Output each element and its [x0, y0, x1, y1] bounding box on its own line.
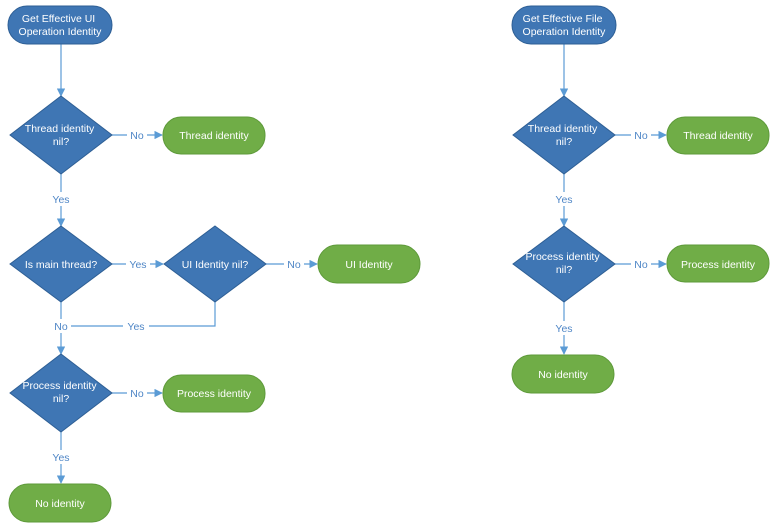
- decision-line: Process identity: [525, 251, 600, 263]
- svg-text:Get Effective File Ope: Get Effective File Operation Identity: [523, 13, 607, 38]
- start-node: Get Effective File Operation Identity: [511, 5, 617, 45]
- edge-label-no: No: [130, 388, 144, 400]
- decision-line: UI Identity nil?: [182, 259, 249, 271]
- decision-process-identity: Process identity nil?: [9, 353, 113, 433]
- edge-label-yes: Yes: [555, 194, 572, 206]
- edge-label-yes: Yes: [127, 321, 144, 333]
- svg-text:Process identity nil?: Process identity nil?: [525, 251, 602, 276]
- decision-process-identity: Process identity nil?: [512, 225, 616, 303]
- result-label: UI Identity: [345, 259, 393, 271]
- svg-text:Thread identity nil?: Thread identity nil?: [25, 123, 97, 148]
- edge-label-yes: Yes: [52, 194, 69, 206]
- result-process-identity: Process identity: [666, 244, 770, 283]
- start-node-line: Operation Identity: [19, 26, 103, 38]
- svg-text:Get Effective UI Opera: Get Effective UI Operation Identity: [19, 13, 103, 38]
- result-no-identity: No identity: [511, 354, 615, 394]
- start-node-line: Get Effective File: [523, 13, 603, 25]
- edge-label-no: No: [634, 130, 648, 142]
- edge-label-no: No: [634, 259, 648, 271]
- edge-label-no: No: [54, 321, 68, 333]
- decision-thread-identity: Thread identity nil?: [9, 95, 113, 175]
- ui-identity-flow: No Yes Yes No No Yes No Yes Get Effectiv…: [7, 5, 421, 523]
- edge-label-no: No: [130, 130, 144, 142]
- result-process-identity: Process identity: [162, 374, 266, 413]
- result-thread-identity: Thread identity: [666, 116, 770, 155]
- decision-line: Thread identity: [528, 123, 598, 135]
- decision-line: nil?: [53, 136, 70, 148]
- result-label: No identity: [538, 369, 588, 381]
- svg-text:Process identity nil?: Process identity nil?: [22, 380, 99, 405]
- start-node-line: Operation Identity: [523, 26, 607, 38]
- decision-ui-identity: UI Identity nil?: [163, 225, 267, 303]
- decision-line: nil?: [556, 264, 573, 276]
- edge-ui-yes: [61, 302, 216, 327]
- edge-label-yes: Yes: [129, 259, 146, 271]
- edge-label-yes: Yes: [52, 452, 69, 464]
- result-no-identity: No identity: [8, 483, 112, 523]
- result-label: Process identity: [177, 388, 252, 400]
- decision-thread-identity: Thread identity nil?: [512, 95, 616, 175]
- start-node-line: Get Effective UI: [22, 13, 95, 25]
- svg-text:Thread identity nil?: Thread identity nil?: [528, 123, 600, 148]
- edge-label-yes: Yes: [555, 323, 572, 335]
- result-thread-identity: Thread identity: [162, 116, 266, 155]
- decision-main-thread: Is main thread?: [9, 225, 113, 303]
- result-label: Thread identity: [683, 130, 753, 142]
- start-node: Get Effective UI Operation Identity: [7, 5, 113, 45]
- result-ui-identity: UI Identity: [317, 244, 421, 284]
- decision-line: nil?: [556, 136, 573, 148]
- decision-line: nil?: [53, 393, 70, 405]
- result-label: Process identity: [681, 259, 756, 271]
- svg-text:Is main thread?: Is main thread?: [25, 259, 98, 271]
- decision-line: Is main thread?: [25, 259, 98, 271]
- edge-label-no: No: [287, 259, 301, 271]
- result-label: No identity: [35, 498, 85, 510]
- svg-text:UI Identity nil?: UI Identity nil?: [182, 259, 249, 271]
- decision-line: Thread identity: [25, 123, 95, 135]
- decision-line: Process identity: [22, 380, 97, 392]
- file-identity-flow: No Yes No Yes Get Effective File Operati…: [511, 5, 770, 394]
- result-label: Thread identity: [179, 130, 249, 142]
